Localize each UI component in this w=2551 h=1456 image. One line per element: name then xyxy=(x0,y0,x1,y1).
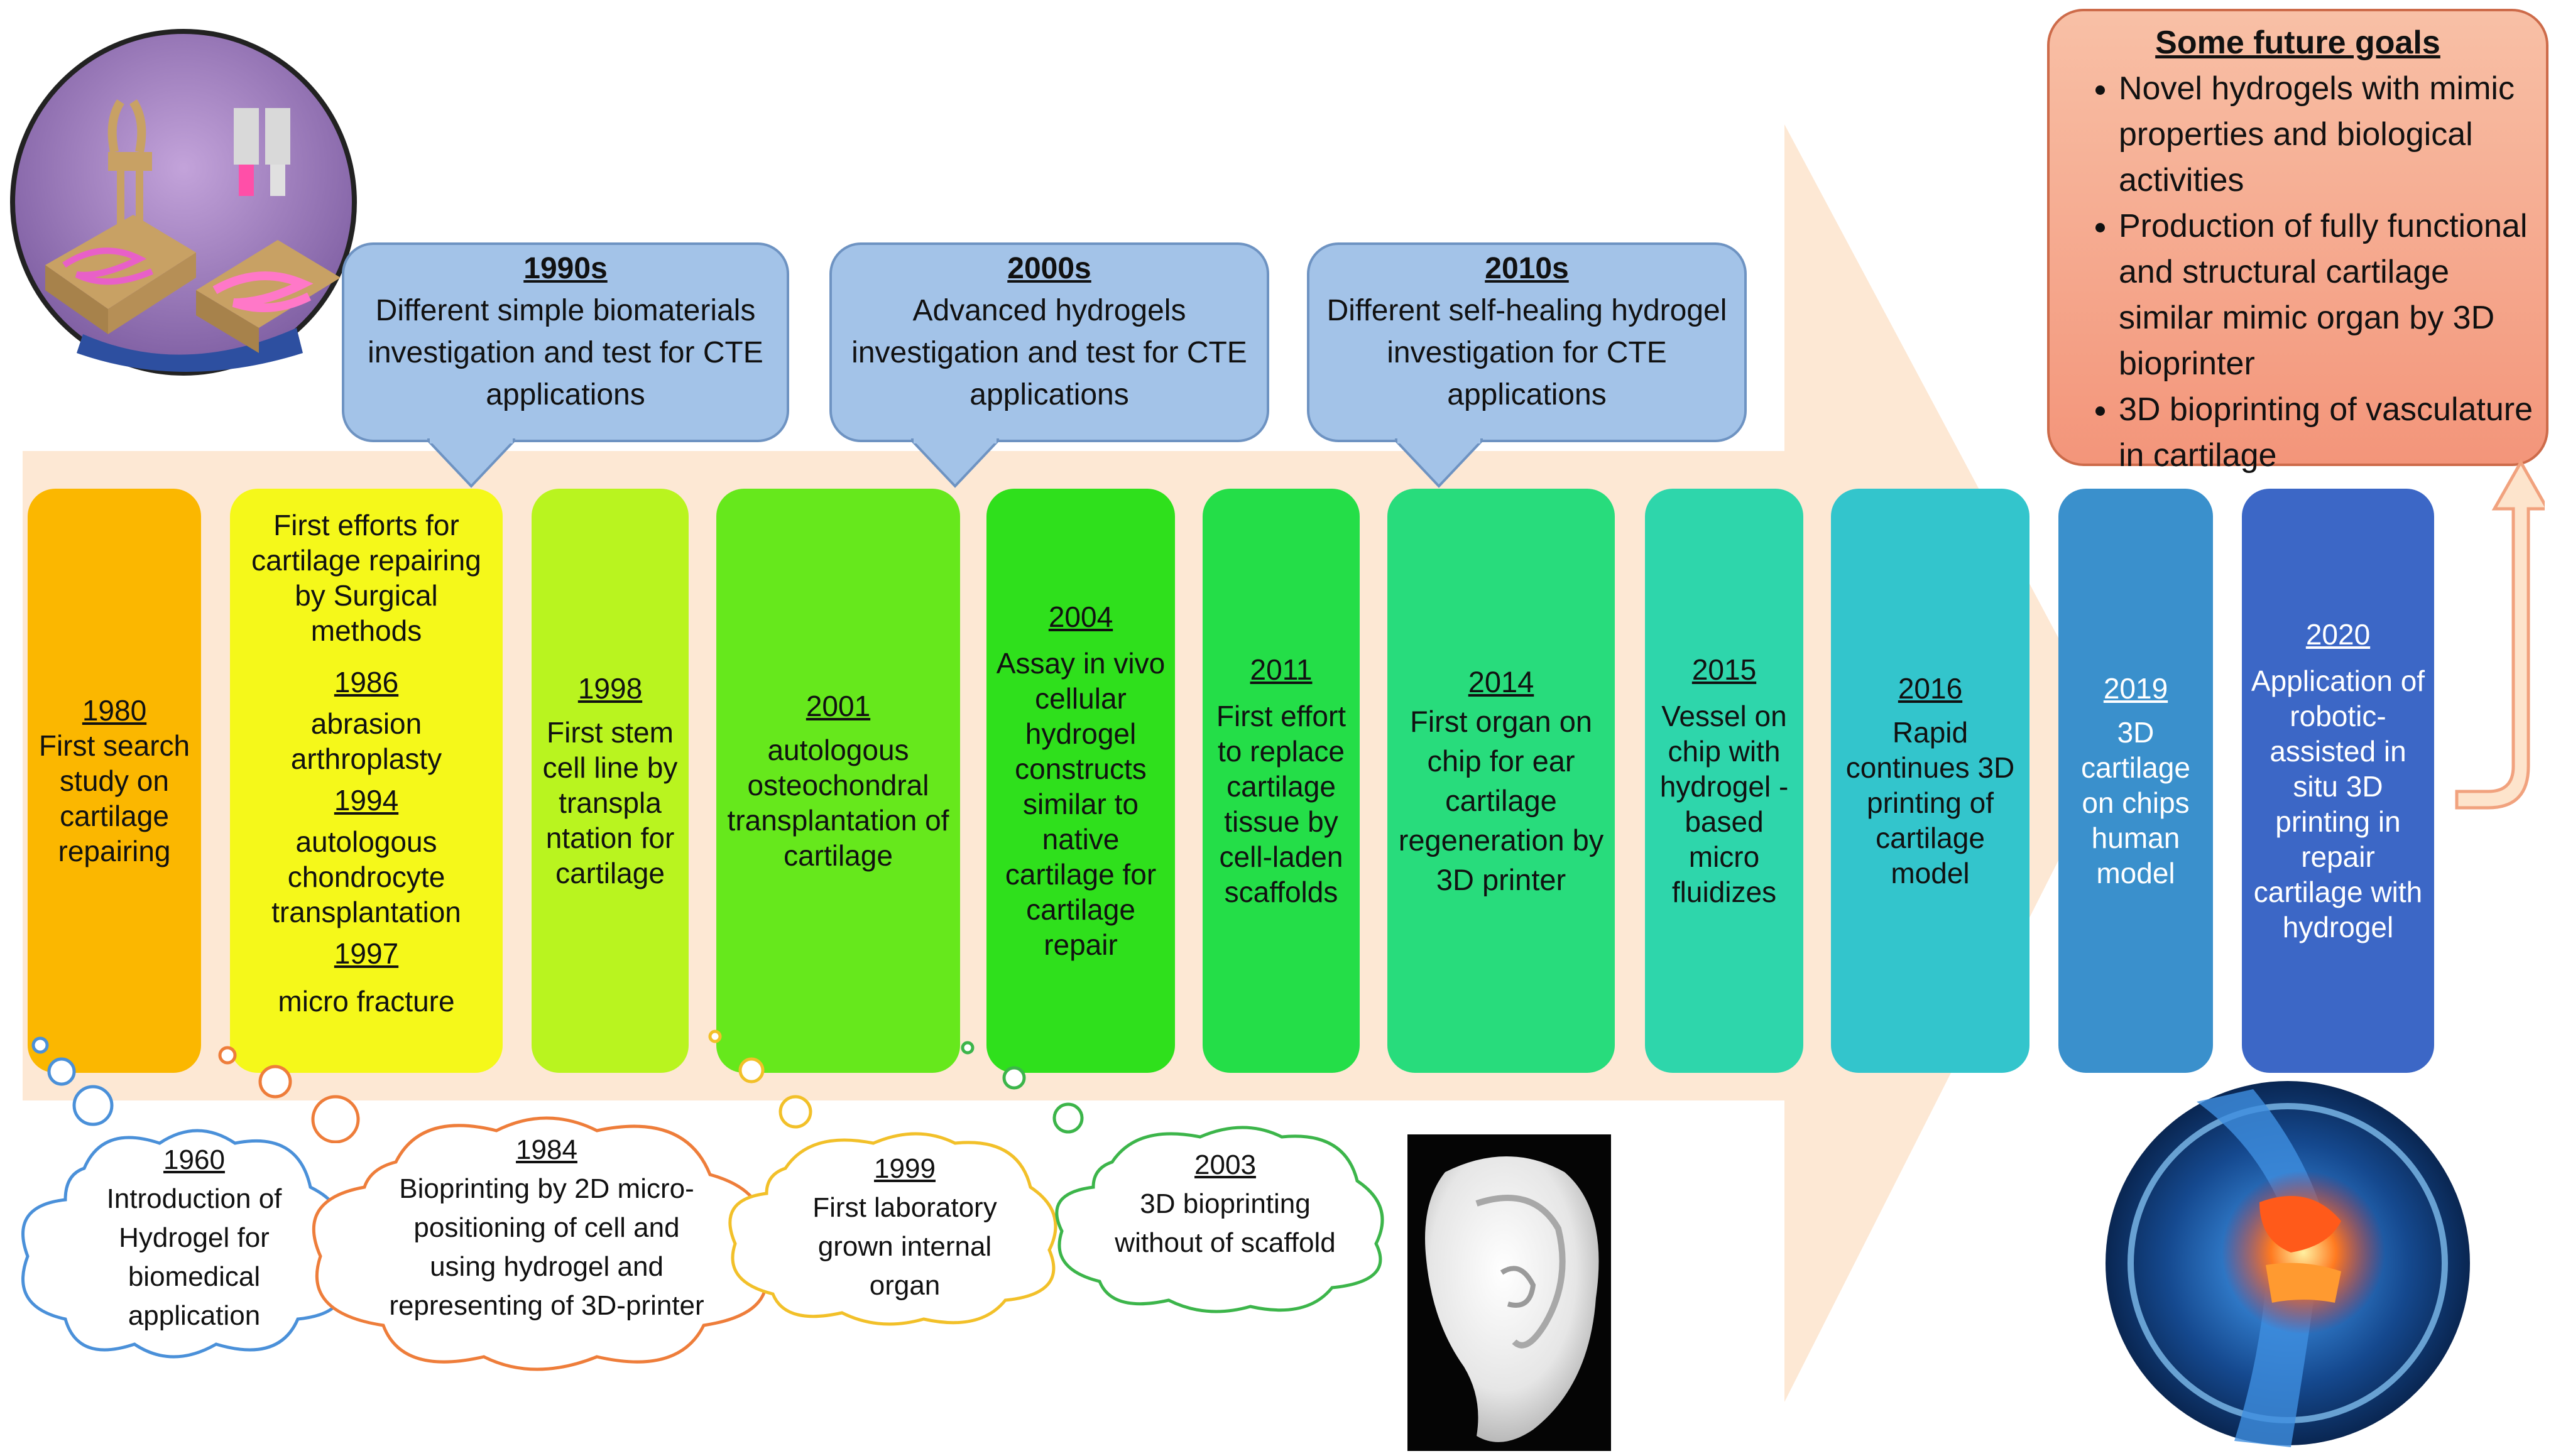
knee-joint-illustration xyxy=(2102,1077,2473,1450)
card-year: 1998 xyxy=(577,672,643,705)
card-text: First effort to replace cartilage tissue… xyxy=(1216,700,1347,908)
callout-pointer xyxy=(427,438,515,488)
timeline-card-2019: 2019 3D cartilage on chips human model xyxy=(2058,489,2213,1073)
card-text: Application of robotic-assisted in situ … xyxy=(2251,665,2425,943)
cloud-1984: 1984 Bioprinting by 2D micro-positioning… xyxy=(377,1131,716,1325)
card-year: 2016 xyxy=(1898,672,1963,705)
callout-text: Different self-healing hydrogel investig… xyxy=(1326,294,1727,411)
timeline-card-2020: 2020 Application of robotic-assisted in … xyxy=(2242,489,2434,1073)
timeline-card-2011: 2011 First effort to replace cartilage t… xyxy=(1203,489,1360,1073)
callout-2000s: 2000s Advanced hydrogels investigation a… xyxy=(829,242,1269,442)
card-year: 2015 xyxy=(1691,653,1757,686)
callout-decade: 2000s xyxy=(1007,252,1091,285)
cloud-text: Bioprinting by 2D micro-positioning of c… xyxy=(389,1173,704,1321)
cloud-year: 1999 xyxy=(874,1153,936,1184)
cloud-year: 1984 xyxy=(516,1134,577,1165)
cloud-year: 2003 xyxy=(1194,1149,1256,1180)
bioprinter-illustration xyxy=(8,26,359,378)
card-text: Vessel on chip with hydrogel - based mic… xyxy=(1659,700,1789,908)
card-text: Assay in vivo cellular hydrogel construc… xyxy=(996,647,1166,961)
future-goals-title: Some future goals xyxy=(2155,24,2440,61)
card-text: autologous osteochondral transplantation… xyxy=(727,734,949,872)
timeline-card-2014: 2014 First organ on chip for ear cartila… xyxy=(1387,489,1615,1073)
card-text: 3D cartilage on chips human model xyxy=(2081,716,2190,889)
timeline-card-2015: 2015 Vessel on chip with hydrogel - base… xyxy=(1645,489,1803,1073)
card-year: 2004 xyxy=(1048,600,1113,633)
future-goals-list: Novel hydrogels with mimic properties an… xyxy=(2062,66,2533,479)
callout-text: Advanced hydrogels investigation and tes… xyxy=(851,294,1247,411)
card-text: First organ on chip for ear cartilage re… xyxy=(1398,705,1604,896)
card-year: 1986 xyxy=(334,666,399,698)
callout-1990s: 1990s Different simple biomaterials inve… xyxy=(342,242,789,442)
cloud-2003: 2003 3D bioprinting without of scaffold xyxy=(1106,1146,1345,1263)
future-goal-item: 3D bioprinting of vasculature in cartila… xyxy=(2119,387,2533,479)
cloud-year: 1960 xyxy=(163,1144,225,1175)
future-goals-box: Some future goals Novel hydrogels with m… xyxy=(2047,9,2548,474)
cloud-1999-shape xyxy=(728,1132,1057,1326)
timeline-card-2004: 2004 Assay in vivo cellular hydrogel con… xyxy=(986,489,1175,1073)
callout-decade: 2010s xyxy=(1485,252,1569,285)
cloud-text: First laboratory grown internal organ xyxy=(812,1192,997,1301)
card-year: 2019 xyxy=(2103,672,2168,705)
callout-pointer xyxy=(1395,438,1483,488)
card-year: 2011 xyxy=(1250,653,1313,686)
timeline-card-2001: 2001 autologous osteochondral transplant… xyxy=(716,489,960,1073)
card-pre-text: First efforts for cartilage repairing by… xyxy=(251,509,481,647)
cloud-1960-shape xyxy=(21,1129,346,1359)
card-year: 1980 xyxy=(82,694,147,727)
ear-photo xyxy=(1407,1134,1611,1451)
card-year: 2014 xyxy=(1468,665,1534,698)
callout-text: Different simple biomaterials investigat… xyxy=(368,294,763,411)
future-goal-item: Production of fully functional and struc… xyxy=(2119,204,2533,387)
card-text: First search study on cartilage repairin… xyxy=(38,729,190,867)
cloud-bubbles xyxy=(31,1030,1084,1143)
up-arrow-icon xyxy=(2455,459,2545,810)
cloud-1984-shape xyxy=(312,1116,768,1371)
callout-decade: 1990s xyxy=(523,252,608,285)
timeline-card-1980: 1980 First search study on cartilage rep… xyxy=(28,489,201,1073)
card-text: autologous chondrocyte transplantation xyxy=(271,825,461,928)
future-goal-item: Novel hydrogels with mimic properties an… xyxy=(2119,66,2533,204)
card-text: abrasion arthroplasty xyxy=(290,707,442,775)
timeline-card-1998: 1998 First stem cell line by transpla nt… xyxy=(532,489,689,1073)
card-year: 2020 xyxy=(2305,618,2371,651)
card-year: 1997 xyxy=(334,937,399,970)
callout-pointer xyxy=(911,438,999,488)
timeline-card-surgical: First efforts for cartilage repairing by… xyxy=(230,489,503,1073)
cloud-1999: 1999 First laboratory grown internal org… xyxy=(779,1149,1030,1305)
card-year: 1994 xyxy=(334,784,399,817)
cloud-1960: 1960 Introduction of Hydrogel for biomed… xyxy=(78,1141,310,1335)
cloud-text: 3D bioprinting without of scaffold xyxy=(1115,1188,1336,1258)
cloud-2003-shape xyxy=(1055,1126,1384,1313)
card-text: micro fracture xyxy=(278,985,455,1018)
timeline-card-2016: 2016 Rapid continues 3D printing of cart… xyxy=(1831,489,2029,1073)
cloud-text: Introduction of Hydrogel for biomedical … xyxy=(106,1183,282,1331)
card-text: First stem cell line by transpla ntation… xyxy=(542,716,678,889)
callout-2010s: 2010s Different self-healing hydrogel in… xyxy=(1307,242,1747,442)
card-text: Rapid continues 3D printing of cartilage… xyxy=(1845,716,2015,889)
card-year: 2001 xyxy=(806,690,871,722)
